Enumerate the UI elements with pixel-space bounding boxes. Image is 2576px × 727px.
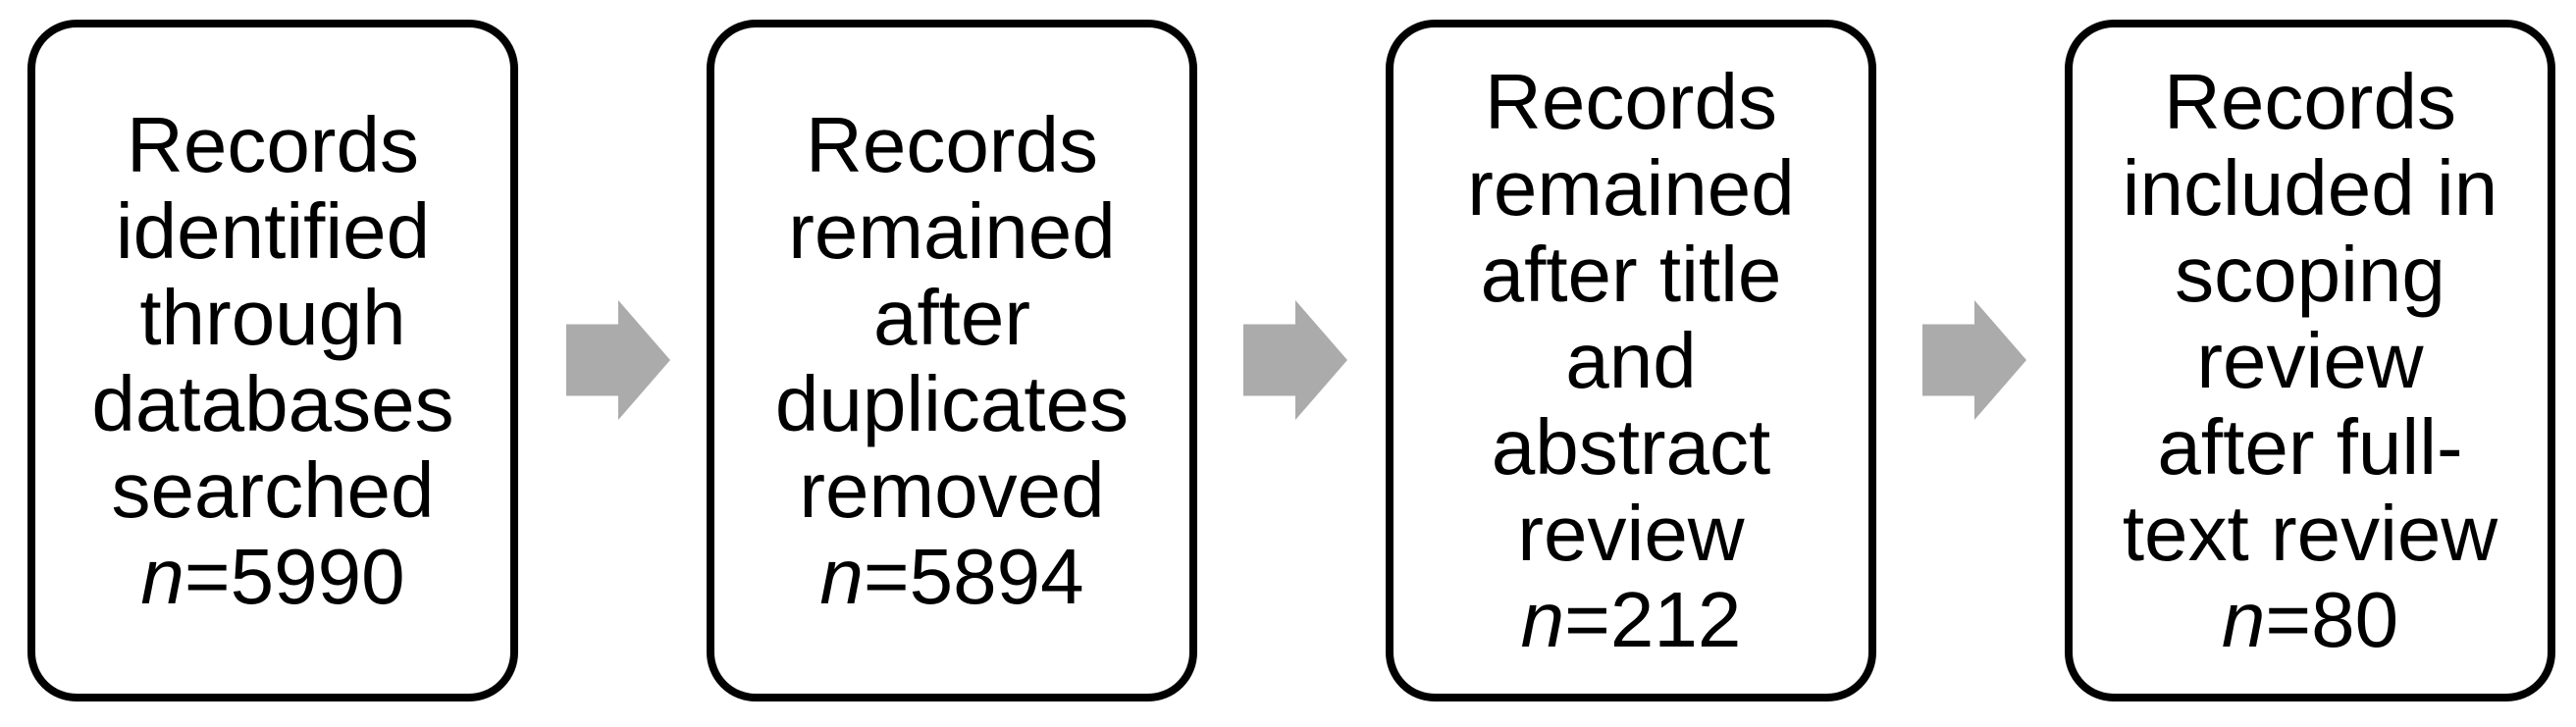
box-text-duplicates-removed: Records remained after duplicates remove… — [774, 100, 1130, 620]
box-text-records-identified: Records identified through databases sea… — [91, 100, 454, 620]
box-line: abstract — [1491, 402, 1771, 491]
n-symbol: n — [2221, 575, 2266, 663]
count-line: n=5894 — [775, 532, 1129, 620]
box-line: remained — [788, 186, 1116, 275]
flow-box-full-text-review: Records included in scoping review after… — [2065, 20, 2555, 701]
count-line: n=5990 — [91, 532, 453, 620]
box-line: removed — [799, 445, 1105, 534]
box-line: text review — [2122, 489, 2498, 577]
box-line: and — [1565, 316, 1697, 404]
count-line: n=212 — [1467, 575, 1795, 663]
box-line: after full- — [2157, 402, 2463, 491]
box-line: through — [139, 273, 406, 361]
right-arrow-icon — [1243, 300, 1347, 420]
box-line: after — [872, 273, 1031, 361]
box-line: after title — [1480, 230, 1782, 318]
box-line: duplicates — [774, 359, 1130, 447]
n-count: =5990 — [184, 532, 405, 620]
box-line: Records — [806, 100, 1098, 188]
box-line: Records — [2164, 57, 2456, 145]
box-line: review — [1517, 489, 1745, 577]
right-arrow-shape — [566, 300, 670, 420]
box-line: review — [2196, 316, 2424, 404]
box-line: scoping — [2175, 230, 2445, 318]
box-text-title-abstract-review: Records remained after title and abstrac… — [1467, 57, 1795, 663]
count-line: n=80 — [2123, 575, 2498, 663]
n-symbol: n — [140, 532, 184, 620]
right-arrow-icon — [1922, 300, 2026, 420]
box-line: included in — [2122, 143, 2498, 232]
flow-box-records-identified: Records identified through databases sea… — [27, 20, 518, 701]
n-count: =5894 — [863, 532, 1084, 620]
box-text-full-text-review: Records included in scoping review after… — [2122, 57, 2498, 663]
right-arrow-shape — [1243, 300, 1347, 420]
box-line: databases — [91, 359, 454, 447]
flow-box-title-abstract-review: Records remained after title and abstrac… — [1386, 20, 1876, 701]
box-line: identified — [115, 186, 431, 275]
box-line: Records — [127, 100, 419, 188]
flow-box-duplicates-removed: Records remained after duplicates remove… — [707, 20, 1197, 701]
box-line: Records — [1485, 57, 1777, 145]
box-line: remained — [1467, 143, 1795, 232]
n-symbol: n — [819, 532, 864, 620]
n-symbol: n — [1520, 575, 1565, 663]
box-line: searched — [111, 445, 435, 534]
n-count: =212 — [1564, 575, 1742, 663]
n-count: =80 — [2265, 575, 2399, 663]
right-arrow-shape — [1922, 300, 2026, 420]
right-arrow-icon — [566, 300, 670, 420]
